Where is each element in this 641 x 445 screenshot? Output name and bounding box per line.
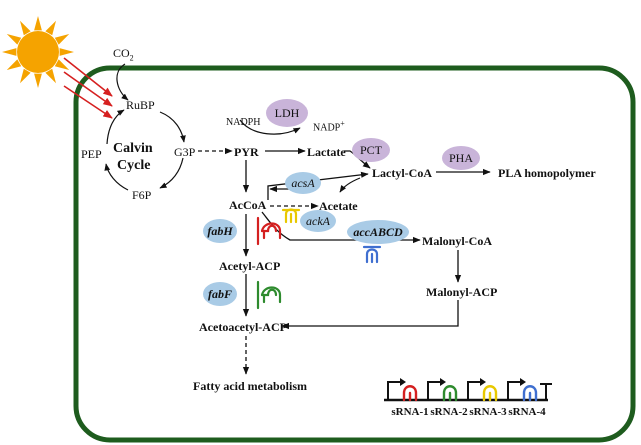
sun-ray — [34, 16, 42, 31]
nadph-arrow — [239, 119, 301, 135]
srna-hairpin-2 — [442, 385, 458, 402]
sun-ray — [59, 48, 74, 56]
cell-boundary — [73, 65, 636, 443]
acetoacetyl-acp-label: Acetoacetyl-ACP — [199, 320, 287, 334]
lactate-label: Lactate — [307, 145, 346, 159]
srna-label-1: sRNA-1 — [391, 406, 429, 418]
sun-ray — [54, 34, 70, 45]
promoter-arrowhead — [400, 378, 406, 386]
promoter-icon — [427, 381, 440, 400]
srna-construct — [384, 378, 552, 402]
fabh-enzyme: fabH — [203, 219, 237, 243]
pha-enzyme: PHA — [442, 146, 480, 170]
fabf-enzyme: fabF — [203, 282, 237, 306]
sun-ray — [6, 34, 22, 45]
fatty-acid-label: Fatty acid metabolism — [193, 379, 307, 393]
srna-4-inhibitor-accabcd — [362, 245, 382, 264]
sun-ray — [34, 73, 42, 88]
sun-ray — [2, 48, 17, 56]
srna-label-2: sRNA-2 — [430, 406, 468, 418]
promoter-arrowhead — [440, 378, 446, 386]
sun-ray — [54, 59, 70, 70]
sun-ray — [45, 20, 56, 36]
calvin-cycle-arrows — [104, 109, 186, 191]
lactyl-coa-label: Lactyl-CoA — [372, 166, 432, 180]
srna-label-4: sRNA-4 — [508, 406, 546, 418]
malonyl-coa-label: Malonyl-CoA — [422, 234, 492, 248]
promoter-arrowhead — [520, 378, 526, 386]
g3p-label: G3P — [174, 145, 196, 159]
lactyl-coa-to-acetate-arrow — [339, 177, 361, 193]
sun-ray — [20, 68, 31, 84]
pla-label: PLA homopolymer — [498, 166, 596, 180]
ldh-enzyme: LDH — [266, 99, 308, 127]
srna-hairpin-4 — [522, 385, 538, 402]
acsa-enzyme: acsA — [285, 172, 321, 194]
accoa-to-lactyl-coa-arrow — [267, 171, 369, 200]
sun-ray — [6, 59, 22, 70]
promoter-icon — [387, 381, 400, 400]
srna-1-inhibitor-fabh — [256, 216, 282, 246]
malonyl-acp-label: Malonyl-ACP — [426, 285, 498, 299]
light-arrows — [63, 57, 113, 119]
calvin-cycle-label-1: Calvin — [113, 141, 153, 156]
rubp-label: RuBP — [126, 98, 155, 112]
calvin-cycle-label-2: Cycle — [117, 158, 151, 173]
f6p-label: F6P — [132, 188, 152, 202]
terminator-icon — [540, 383, 552, 400]
accoa-label: AcCoA — [229, 198, 267, 212]
acetate-label: Acetate — [319, 199, 358, 213]
acetyl-acp-label: Acetyl-ACP — [219, 259, 281, 273]
promoter-icon — [467, 381, 480, 400]
sun-ray — [45, 68, 56, 84]
sun-ray — [20, 20, 31, 36]
pct-enzyme: PCT — [352, 138, 390, 162]
nadph-label: NADPH — [226, 117, 261, 128]
promoter-arrowhead — [480, 378, 486, 386]
sun-icon — [2, 16, 74, 88]
acka-enzyme: ackA — [300, 210, 336, 232]
accabcd-enzyme: accABCD — [347, 220, 409, 244]
co2-label: CO2 — [113, 46, 134, 63]
srna-2-inhibitor-fabf — [256, 280, 282, 310]
srna-3-inhibitor-acka — [281, 208, 301, 224]
nadp-label: NADP+ — [313, 119, 345, 134]
pyr-label: PYR — [234, 145, 259, 159]
srna-hairpin-3 — [482, 385, 498, 402]
promoter-icon — [507, 381, 520, 400]
malonyl-acp-to-acetoacetyl-acp-arrow — [281, 300, 459, 330]
co2-fixation-arrow — [116, 63, 129, 101]
srna-label-3: sRNA-3 — [469, 406, 507, 418]
pep-label: PEP — [81, 147, 102, 161]
srna-hairpin-1 — [402, 385, 418, 402]
